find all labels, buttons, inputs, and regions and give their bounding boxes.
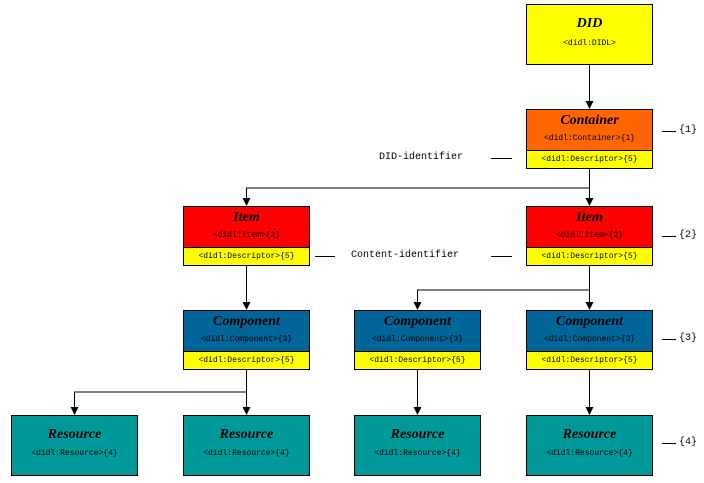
- level-3-label: {3}: [679, 333, 698, 344]
- resource-1-header: Resource <didl:Resource>{4}: [12, 416, 137, 475]
- container-descriptor: <didl:Descriptor>{5}: [527, 150, 652, 168]
- did-identifier-label: DID-identifier: [379, 152, 464, 163]
- content-identifier-label: Content-identifier: [351, 250, 460, 261]
- resource-2-header: Resource <didl:Resource>{4}: [184, 416, 309, 475]
- resource-node-4: Resource <didl:Resource>{4}: [526, 415, 653, 476]
- item-1-header: Item <didl:Item>{2}: [184, 207, 309, 247]
- item-2-tag: <didl:Item>{2}: [555, 231, 624, 240]
- item-1-descriptor: <didl:Descriptor>{5}: [184, 247, 309, 265]
- resource-3-header: Resource <didl:Resource>{4}: [355, 416, 480, 475]
- component-1-title: Component: [213, 314, 280, 329]
- component-3-header: Component <didl:Component>{3}: [527, 311, 652, 351]
- container-node: Container <didl:Container>{1} <didl:Desc…: [526, 109, 653, 169]
- resource-4-header: Resource <didl:Resource>{4}: [527, 416, 652, 475]
- level-4-label: {4}: [679, 437, 698, 448]
- level-1-label: {1}: [679, 125, 698, 136]
- did-title: DID: [576, 16, 603, 31]
- component-3-tag: <didl:Component>{3}: [543, 335, 636, 344]
- item-2-header: Item <didl:Item>{2}: [527, 207, 652, 247]
- resource-node-1: Resource <didl:Resource>{4}: [11, 415, 138, 476]
- item-1-tag: <didl:Item>{2}: [212, 231, 281, 240]
- resource-3-title: Resource: [390, 427, 445, 442]
- component-3-descriptor: <didl:Descriptor>{5}: [527, 351, 652, 369]
- container-tag: <didl:Container>{1}: [543, 134, 636, 143]
- resource-2-title: Resource: [219, 427, 274, 442]
- resource-node-3: Resource <didl:Resource>{4}: [354, 415, 481, 476]
- did-tag: <didl:DIDL>: [563, 39, 616, 48]
- item-node-2: Item <didl:Item>{2} <didl:Descriptor>{5}: [526, 206, 653, 266]
- component-node-1: Component <didl:Component>{3} <didl:Desc…: [183, 310, 310, 370]
- item-2-title: Item: [576, 210, 603, 225]
- component-2-tag: <didl:Component>{3}: [371, 335, 464, 344]
- resource-1-tag: <didl:Resource>{4}: [31, 449, 118, 458]
- component-3-title: Component: [556, 314, 623, 329]
- edge-component1-resource1: [70, 369, 247, 415]
- did-node: DID <didl:DIDL>: [526, 4, 653, 65]
- level-2-label: {2}: [679, 230, 698, 241]
- component-1-header: Component <didl:Component>{3}: [184, 311, 309, 351]
- edge-item2-component2: [413, 265, 590, 310]
- component-1-descriptor: <didl:Descriptor>{5}: [184, 351, 309, 369]
- container-header: Container <didl:Container>{1}: [527, 110, 652, 150]
- component-2-header: Component <didl:Component>{3}: [355, 311, 480, 351]
- container-title: Container: [560, 113, 619, 128]
- resource-4-title: Resource: [562, 427, 617, 442]
- resource-4-tag: <didl:Resource>{4}: [546, 449, 633, 458]
- item-2-descriptor: <didl:Descriptor>{5}: [527, 247, 652, 265]
- edge-container-item1: [242, 168, 590, 206]
- component-2-descriptor: <didl:Descriptor>{5}: [355, 351, 480, 369]
- component-2-title: Component: [384, 314, 451, 329]
- resource-2-tag: <didl:Resource>{4}: [203, 449, 290, 458]
- resource-node-2: Resource <didl:Resource>{4}: [183, 415, 310, 476]
- component-1-tag: <didl:Component>{3}: [200, 335, 293, 344]
- resource-1-title: Resource: [47, 427, 102, 442]
- component-node-2: Component <didl:Component>{3} <didl:Desc…: [354, 310, 481, 370]
- item-1-title: Item: [233, 210, 260, 225]
- resource-3-tag: <didl:Resource>{4}: [374, 449, 461, 458]
- did-header: DID <didl:DIDL>: [527, 5, 652, 64]
- component-node-3: Component <didl:Component>{3} <didl:Desc…: [526, 310, 653, 370]
- item-node-1: Item <didl:Item>{2} <didl:Descriptor>{5}: [183, 206, 310, 266]
